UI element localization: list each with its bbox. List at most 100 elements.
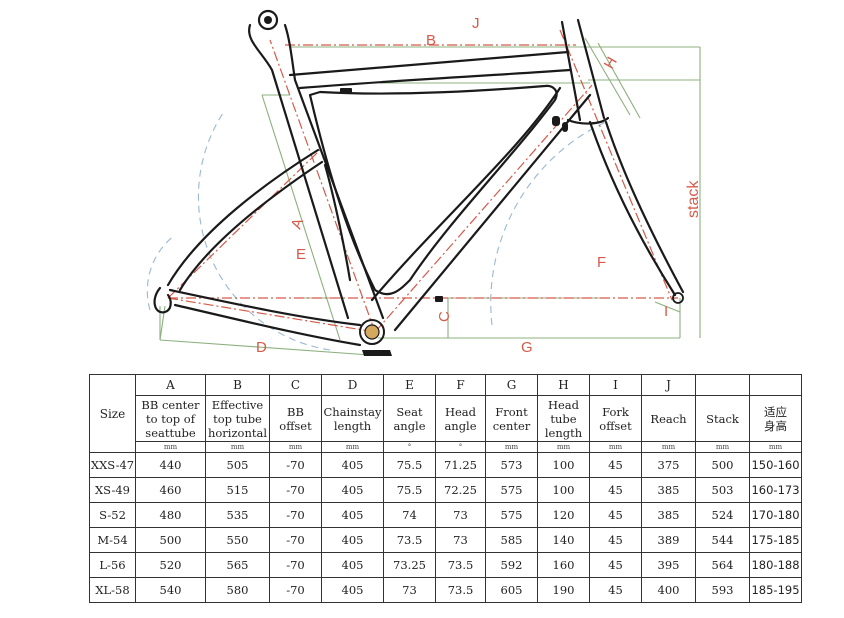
column-unit: mm	[749, 441, 802, 453]
label-b: B	[426, 32, 436, 49]
value-cell: 71.25	[435, 452, 486, 478]
column-letter: F	[435, 374, 486, 396]
frame-outline	[153, 18, 685, 347]
column-letter	[749, 374, 802, 396]
value-cell: 544	[695, 527, 750, 553]
value-cell: 180-188	[749, 552, 802, 578]
column-description: Reach	[641, 395, 696, 442]
column-letter: B	[205, 374, 270, 396]
description-line: Effective	[211, 397, 264, 412]
value-cell: 505	[205, 452, 270, 478]
value-cell: 45	[589, 477, 642, 503]
column-unit: mm	[321, 441, 384, 453]
value-cell: 405	[321, 452, 384, 478]
value-cell: 405	[321, 502, 384, 528]
seatpost-clamp	[257, 9, 279, 31]
column-description: Stack	[695, 395, 750, 442]
description-line: Head	[444, 404, 477, 419]
description-line: angle	[444, 418, 477, 433]
value-cell: 550	[205, 527, 270, 553]
value-cell: 73	[435, 527, 486, 553]
description-line: angle	[393, 418, 426, 433]
value-cell: 593	[695, 577, 750, 603]
description-line: seattube	[145, 425, 196, 440]
value-cell: 592	[485, 552, 538, 578]
label-f: F	[597, 254, 606, 271]
description-line: Front	[495, 404, 528, 419]
value-cell: 389	[641, 527, 696, 553]
value-cell: 400	[641, 577, 696, 603]
dimension-lines	[159, 37, 701, 356]
label-c: C	[436, 311, 453, 322]
value-cell: 565	[205, 552, 270, 578]
description-line: 适应	[764, 404, 787, 419]
label-a: A	[288, 216, 307, 231]
column-unit: mm	[695, 441, 750, 453]
value-cell: -70	[269, 452, 322, 478]
value-cell: -70	[269, 502, 322, 528]
value-cell: 395	[641, 552, 696, 578]
value-cell: 405	[321, 477, 384, 503]
value-cell: 575	[485, 502, 538, 528]
value-cell: -70	[269, 477, 322, 503]
value-cell: 460	[135, 477, 206, 503]
column-unit: °	[383, 441, 436, 453]
column-unit: mm	[269, 441, 322, 453]
value-cell: 500	[695, 452, 750, 478]
column-letter: A	[135, 374, 206, 396]
value-cell: -70	[269, 552, 322, 578]
value-cell: 580	[205, 577, 270, 603]
front-axle	[672, 292, 684, 304]
label-d: D	[256, 339, 267, 356]
column-unit: mm	[641, 441, 696, 453]
value-cell: 524	[695, 502, 750, 528]
label-j: J	[472, 15, 480, 32]
value-cell: 575	[485, 477, 538, 503]
description-line: horizontal	[207, 425, 268, 440]
column-letter: H	[537, 374, 590, 396]
value-cell: 573	[485, 452, 538, 478]
value-cell: 100	[537, 477, 590, 503]
size-cell: L-56	[89, 552, 136, 578]
column-unit: mm	[135, 441, 206, 453]
value-cell: 73.5	[435, 577, 486, 603]
value-cell: 385	[641, 477, 696, 503]
value-cell: 160-173	[749, 477, 802, 503]
column-unit: mm	[589, 441, 642, 453]
description-line: center	[492, 418, 531, 433]
value-cell: 405	[321, 577, 384, 603]
description-line: offset	[279, 418, 312, 433]
column-letter: D	[321, 374, 384, 396]
value-cell: 540	[135, 577, 206, 603]
value-cell: 45	[589, 577, 642, 603]
description-line: 身高	[764, 418, 787, 433]
value-cell: 385	[641, 502, 696, 528]
value-cell: 73	[383, 577, 436, 603]
description-line: Reach	[650, 411, 687, 426]
value-cell: 480	[135, 502, 206, 528]
value-cell: -70	[269, 527, 322, 553]
description-line: length	[544, 425, 583, 440]
dimension-labels: A B C D E F G H I J stack	[256, 15, 702, 356]
value-cell: 585	[485, 527, 538, 553]
description-line: Stack	[706, 411, 739, 426]
value-cell: 160	[537, 552, 590, 578]
label-g: G	[521, 339, 533, 356]
column-description: 适应身高	[749, 395, 802, 442]
column-unit: mm	[537, 441, 590, 453]
description-line: Fork	[602, 404, 629, 419]
value-cell: 440	[135, 452, 206, 478]
